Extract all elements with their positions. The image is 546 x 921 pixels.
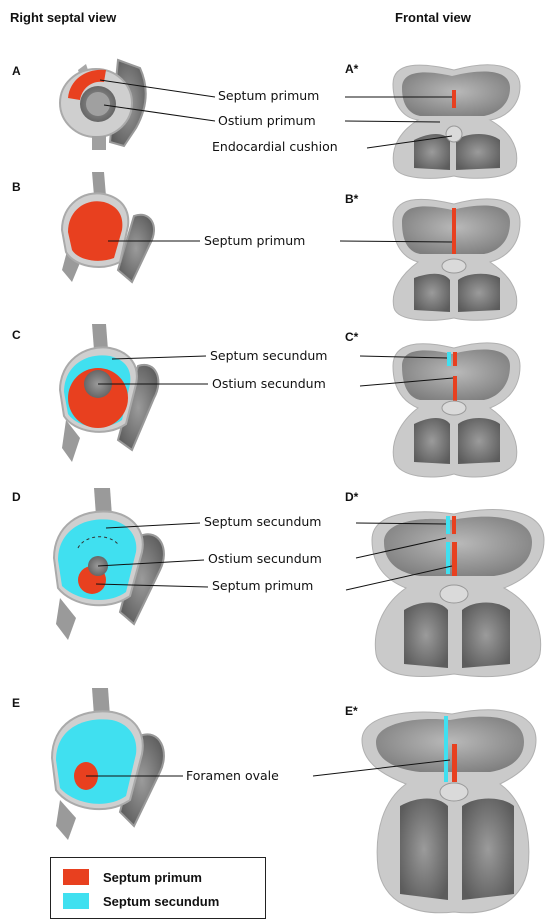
panel-letter-b-star: B* xyxy=(345,192,358,206)
panel-a-septal-view xyxy=(60,60,146,150)
legend-item-septum-primum: Septum primum xyxy=(63,867,202,887)
panel-d-star-frontal-view xyxy=(372,510,544,677)
panel-letter-a: A xyxy=(12,64,21,78)
panel-c-star-frontal-view xyxy=(393,343,520,477)
panel-d-septal-view xyxy=(54,488,164,640)
label-septum-primum-b: Septum primum xyxy=(202,233,307,248)
panel-letter-d-star: D* xyxy=(345,490,358,504)
label-endocardial-cushion-a: Endocardial cushion xyxy=(210,139,340,154)
panel-letter-d: D xyxy=(12,490,21,504)
panel-e-septal-view xyxy=(52,688,164,840)
panel-letter-a-star: A* xyxy=(345,62,358,76)
panel-letter-e-star: E* xyxy=(345,704,358,718)
label-foramen-ovale-e: Foramen ovale xyxy=(184,768,281,783)
label-septum-primum-a: Septum primum xyxy=(216,88,321,103)
legend-item-septum-secundum: Septum secundum xyxy=(63,891,219,911)
panel-letter-c: C xyxy=(12,328,21,342)
panel-b-septal-view xyxy=(62,172,154,282)
legend-label-primum: Septum primum xyxy=(103,870,202,885)
label-septum-primum-d: Septum primum xyxy=(210,578,315,593)
label-septum-secundum-c: Septum secundum xyxy=(208,348,330,363)
panel-b-star-frontal-view xyxy=(393,199,520,320)
panel-letter-b: B xyxy=(12,180,21,194)
legend-label-secundum: Septum secundum xyxy=(103,894,219,909)
legend-swatch-primum xyxy=(63,869,89,885)
panel-e-star-frontal-view xyxy=(362,710,536,913)
panel-letter-e: E xyxy=(12,696,20,710)
label-ostium-secundum-c: Ostium secundum xyxy=(210,376,328,391)
label-septum-secundum-d: Septum secundum xyxy=(202,514,324,529)
panel-c-septal-view xyxy=(60,324,158,462)
panel-letter-c-star: C* xyxy=(345,330,358,344)
label-ostium-secundum-d: Ostium secundum xyxy=(206,551,324,566)
label-ostium-primum-a: Ostium primum xyxy=(216,113,318,128)
legend: Septum primum Septum secundum xyxy=(50,857,266,919)
legend-swatch-secundum xyxy=(63,893,89,909)
